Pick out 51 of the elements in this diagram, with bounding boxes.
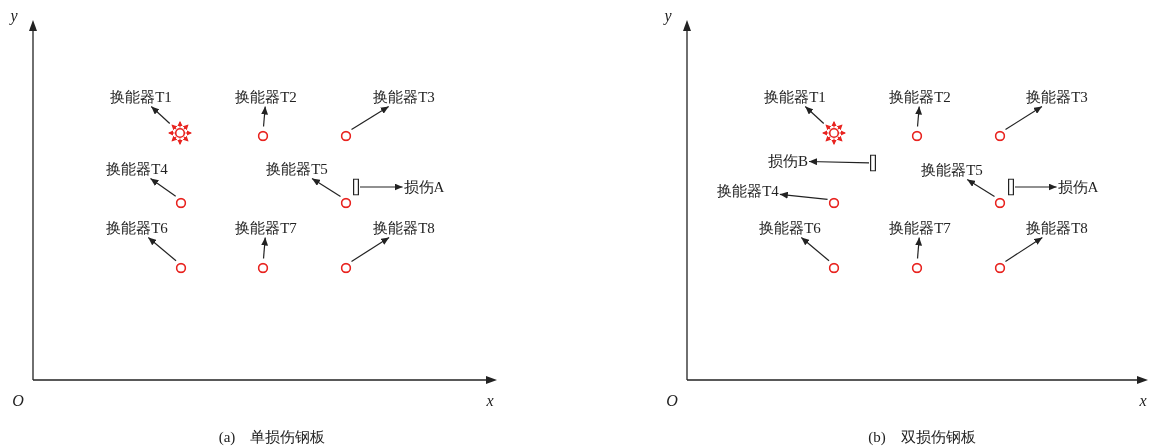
damage-bar xyxy=(353,178,359,196)
node-label: 换能器T1 xyxy=(110,88,172,106)
node-label: 换能器T7 xyxy=(889,219,951,237)
node-label: 换能器T5 xyxy=(266,160,328,178)
arrow xyxy=(261,105,269,128)
arrow xyxy=(966,178,996,198)
arrow xyxy=(915,105,923,128)
axis-label: x xyxy=(1139,392,1147,410)
axis-label: y xyxy=(10,7,18,25)
axis-label: x xyxy=(486,392,494,410)
node-label: 换能器T1 xyxy=(764,88,826,106)
node-label: 损伤A xyxy=(1057,178,1099,196)
node-label: 换能器T3 xyxy=(1026,88,1088,106)
arrow xyxy=(311,177,342,198)
node-label: 换能器T8 xyxy=(373,219,435,237)
arrow xyxy=(350,236,390,263)
node-label: 换能器T2 xyxy=(889,88,951,106)
node-label: 换能器T7 xyxy=(235,219,297,237)
arrow xyxy=(808,158,870,166)
arrow xyxy=(800,236,830,262)
axis-label: y xyxy=(664,7,672,25)
damage-bar xyxy=(870,154,876,172)
arrow xyxy=(779,191,829,200)
node-label: 损伤B xyxy=(768,152,808,170)
arrow xyxy=(915,236,923,260)
arrow xyxy=(359,183,404,191)
arrow xyxy=(261,236,269,260)
arrow xyxy=(804,105,825,125)
arrow xyxy=(1004,236,1043,263)
arrow xyxy=(147,236,177,262)
node-label: 损伤A xyxy=(403,178,445,196)
figure-caption: (a) 单损伤钢板 xyxy=(218,427,326,447)
damage-bar xyxy=(1008,178,1014,196)
node-label: 换能器T2 xyxy=(235,88,297,106)
node-label: 换能器T5 xyxy=(921,161,983,179)
arrow xyxy=(149,177,177,197)
arrow xyxy=(1004,105,1043,131)
axis-label: O xyxy=(12,392,24,410)
node-label: 换能器T3 xyxy=(373,88,435,106)
excited-transducer-icon xyxy=(167,120,193,146)
node-label: 换能器T6 xyxy=(106,219,168,237)
node-label: 换能器T4 xyxy=(106,160,168,178)
arrow xyxy=(1014,183,1058,191)
arrow xyxy=(150,105,171,125)
excited-transducer-icon xyxy=(821,120,847,146)
node-label: 换能器T6 xyxy=(759,219,821,237)
node-label: 换能器T8 xyxy=(1026,219,1088,237)
figure-caption: (b) 双损伤钢板 xyxy=(868,427,976,447)
axis-label: O xyxy=(666,392,678,410)
node-label: 换能器T4 xyxy=(717,182,779,200)
arrow xyxy=(350,105,390,131)
